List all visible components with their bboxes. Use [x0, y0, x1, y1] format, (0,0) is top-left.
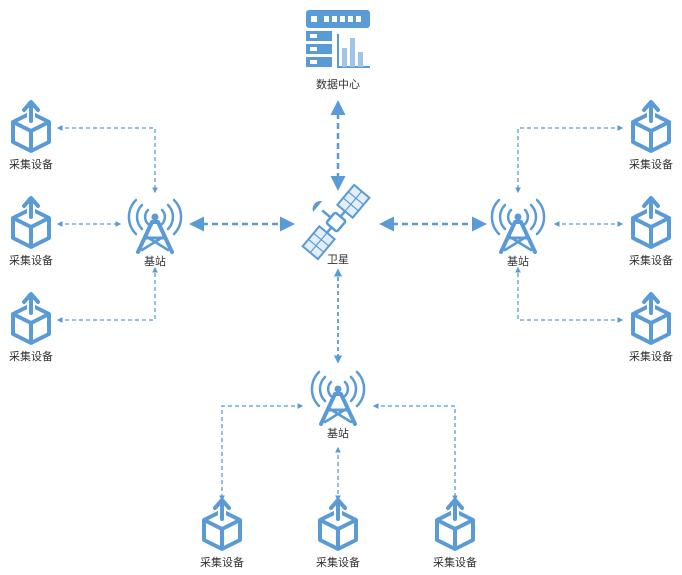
base-station-bottom-label: 基站 [327, 426, 349, 440]
link-left-device-3 [56, 266, 158, 323]
device-left-2: 采集设备 [9, 196, 53, 267]
device-right-3-label: 采集设备 [629, 349, 673, 363]
device-right-1-label: 采集设备 [629, 157, 673, 171]
connection-lines [56, 100, 624, 502]
base-station-right-label: 基站 [507, 254, 529, 268]
device-left-3: 采集设备 [9, 292, 53, 363]
device-left-1-label: 采集设备 [9, 157, 53, 171]
satellite-label: 卫星 [327, 253, 349, 266]
device-box-icon [11, 292, 51, 345]
device-box-icon [11, 196, 51, 249]
device-box-icon [631, 100, 671, 153]
device-bottom-3-label: 采集设备 [433, 555, 477, 569]
base-station-left-label: 基站 [144, 254, 166, 268]
satellite-icon [301, 183, 371, 261]
device-box-icon [202, 498, 242, 551]
base-station-bottom: 基站 [309, 370, 367, 440]
device-box-icon [11, 100, 51, 153]
data-center-label: 数据中心 [316, 77, 360, 91]
link-right-device-3 [515, 266, 624, 323]
satellite-node: 卫星 [301, 183, 371, 266]
device-left-1: 采集设备 [9, 100, 53, 171]
device-right-2-label: 采集设备 [629, 253, 673, 267]
base-station-right: 基站 [489, 198, 547, 268]
device-box-icon [435, 498, 475, 551]
device-right-1: 采集设备 [629, 100, 673, 171]
device-bottom-1-label: 采集设备 [200, 555, 244, 569]
device-bottom-2-label: 采集设备 [316, 555, 360, 569]
device-right-2: 采集设备 [629, 196, 673, 267]
link-right-device-1 [515, 125, 624, 194]
device-box-icon [631, 292, 671, 345]
device-left-2-label: 采集设备 [9, 253, 53, 267]
tower-icon [489, 198, 547, 254]
link-bottom-device-3 [372, 403, 458, 502]
data-center-node: 数据中心 [306, 10, 370, 91]
device-bottom-2: 采集设备 [316, 498, 360, 569]
tower-icon [126, 198, 184, 254]
server-rack-icon [306, 10, 370, 68]
device-box-icon [631, 196, 671, 249]
device-bottom-3: 采集设备 [433, 498, 477, 569]
device-right-3: 采集设备 [629, 292, 673, 363]
link-bottom-device-1 [219, 403, 304, 502]
device-bottom-1: 采集设备 [200, 498, 244, 569]
tower-icon [309, 370, 367, 426]
link-left-device-1 [56, 125, 158, 194]
base-station-left: 基站 [126, 198, 184, 268]
device-box-icon [318, 498, 358, 551]
device-left-3-label: 采集设备 [9, 349, 53, 363]
